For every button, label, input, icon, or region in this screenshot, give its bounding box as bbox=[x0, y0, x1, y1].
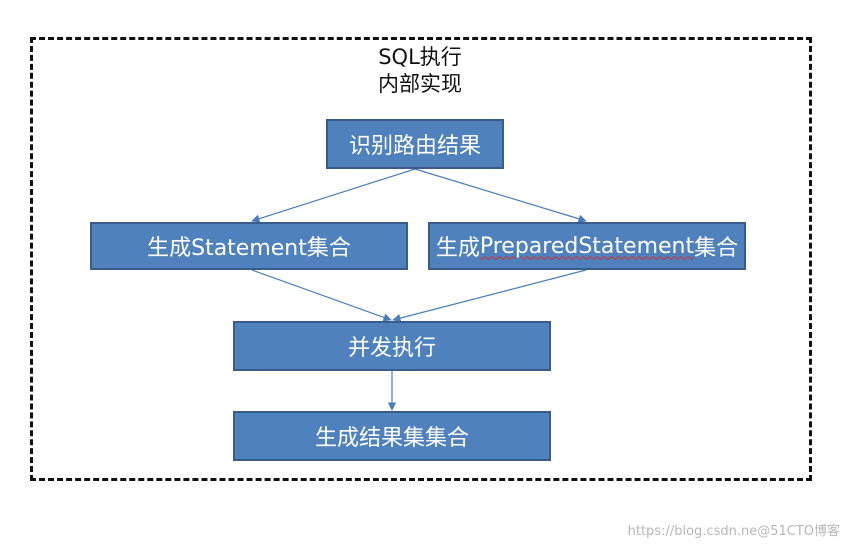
arrow-statement-to-concurrent bbox=[251, 269, 392, 322]
node-recognize-label: 识别路由结果 bbox=[348, 134, 481, 159]
node-recognize-route-result: 识别路由结果 bbox=[326, 119, 504, 169]
node-merge-label: 生成结果集集合 bbox=[314, 426, 469, 451]
node-statement-label: 生成Statement集合 bbox=[147, 236, 351, 261]
dashed-boundary bbox=[30, 37, 812, 481]
node-concurrent-label: 并发执行 bbox=[347, 336, 436, 361]
node-concurrent-execution: 并发执行 bbox=[233, 321, 551, 371]
watermark-text: https://blog.csdn.ne@51CTO博客 bbox=[627, 524, 840, 539]
arrow-prepared-to-concurrent bbox=[392, 269, 587, 323]
arrow-recognize-to-statement bbox=[251, 168, 416, 223]
node-prepared-word: PreparedStatement bbox=[479, 233, 695, 259]
node-prepared-prefix: 生成 bbox=[435, 236, 480, 261]
diagram-title-line1: SQL执行 bbox=[378, 45, 462, 69]
diagram-title-line2: 内部实现 bbox=[378, 72, 462, 96]
node-generate-statement: 生成Statement集合 bbox=[90, 222, 408, 270]
arrow-recognize-to-prepared bbox=[414, 168, 587, 223]
node-prepared-suffix: 集合 bbox=[694, 236, 739, 261]
node-generate-resultset: 生成结果集集合 bbox=[233, 411, 551, 461]
